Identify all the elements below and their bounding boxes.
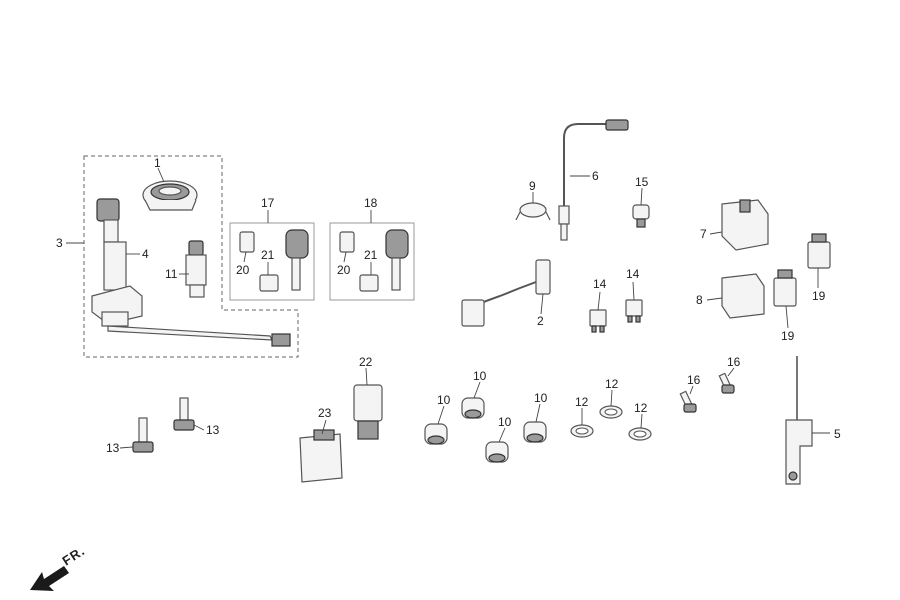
part-15-connector[interactable] [632, 204, 650, 228]
part-13-bolt-left[interactable] [132, 417, 154, 453]
callout-9: 9 [529, 179, 536, 193]
callout-22: 22 [359, 355, 373, 369]
part-14-fuse-b[interactable] [625, 299, 643, 323]
callout-10-d: 10 [534, 391, 548, 405]
callout-19-lower: 19 [781, 329, 795, 343]
part-16-screw-b[interactable] [718, 372, 735, 394]
callout-3: 3 [56, 236, 63, 250]
part-20-tag-kit17[interactable] [239, 231, 255, 253]
callout-1: 1 [154, 156, 161, 170]
part-7-relay-block[interactable] [721, 199, 769, 251]
part-21-card-kit17[interactable] [259, 274, 279, 292]
part-key-kit18[interactable] [385, 229, 409, 291]
part-10-grommet-c[interactable] [485, 441, 509, 463]
callout-14-b: 14 [626, 267, 640, 281]
callout-10-c: 10 [498, 415, 512, 429]
callout-14-a: 14 [593, 277, 607, 291]
part-14-fuse-a[interactable] [589, 309, 607, 333]
part-12-washer-b[interactable] [599, 405, 623, 419]
callout-12-b: 12 [605, 377, 619, 391]
callout-20-kit17: 20 [236, 263, 250, 277]
front-direction-label: FR. [59, 543, 87, 569]
callout-4: 4 [142, 247, 149, 261]
callout-11: 11 [165, 267, 178, 281]
callout-13-right: 13 [206, 423, 220, 437]
callout-15: 15 [635, 175, 649, 189]
callout-8: 8 [696, 293, 703, 307]
callout-6: 6 [592, 169, 599, 183]
part-16-screw-a[interactable] [679, 390, 697, 413]
callout-10-a: 10 [437, 393, 451, 407]
part-13-bolt-right[interactable] [173, 397, 195, 431]
part-10-grommet-a[interactable] [424, 423, 448, 445]
callout-13-left: 13 [106, 441, 120, 455]
callout-10-b: 10 [473, 369, 487, 383]
callout-23: 23 [318, 406, 332, 420]
part-1-ignition-cover[interactable] [142, 180, 198, 211]
callout-18: 18 [364, 196, 378, 210]
front-direction-arrow-icon [30, 566, 69, 591]
callout-17: 17 [261, 196, 275, 210]
part-2-wiring-harness[interactable] [461, 259, 551, 327]
part-21-card-kit18[interactable] [359, 274, 379, 292]
part-8-relay-cover[interactable] [721, 273, 765, 319]
part-9-clip[interactable] [515, 202, 551, 221]
callout-12-a: 12 [575, 395, 589, 409]
part-19-relay-lower[interactable] [773, 269, 797, 307]
part-22-connector-block[interactable] [353, 384, 383, 440]
ignition-assembly-frame [83, 155, 299, 358]
callout-5: 5 [834, 427, 841, 441]
callout-2: 2 [537, 314, 544, 328]
leader-lines [66, 167, 830, 449]
callout-16-b: 16 [727, 355, 741, 369]
part-12-washer-c[interactable] [628, 427, 652, 441]
callout-21-kit17: 21 [261, 248, 275, 262]
part-10-grommet-d[interactable] [523, 421, 547, 443]
part-key-kit17[interactable] [285, 229, 309, 291]
part-20-tag-kit18[interactable] [339, 231, 355, 253]
callout-12-c: 12 [634, 401, 648, 415]
part-5-sensor-bracket[interactable] [785, 356, 813, 485]
part-19-relay-upper[interactable] [807, 233, 831, 269]
callout-16-a: 16 [687, 373, 701, 387]
callout-19-upper: 19 [812, 289, 826, 303]
callout-7: 7 [700, 227, 707, 241]
part-12-washer-a[interactable] [570, 424, 594, 438]
part-6-sensor-cable[interactable] [558, 119, 629, 241]
part-23-fuse-box[interactable] [299, 429, 343, 483]
callout-21-kit18: 21 [364, 248, 378, 262]
part-4-ignition-switch[interactable] [91, 198, 291, 347]
part-10-grommet-b[interactable] [461, 397, 485, 419]
part-11-lock-cylinder[interactable] [185, 240, 207, 298]
callout-20-kit18: 20 [337, 263, 351, 277]
